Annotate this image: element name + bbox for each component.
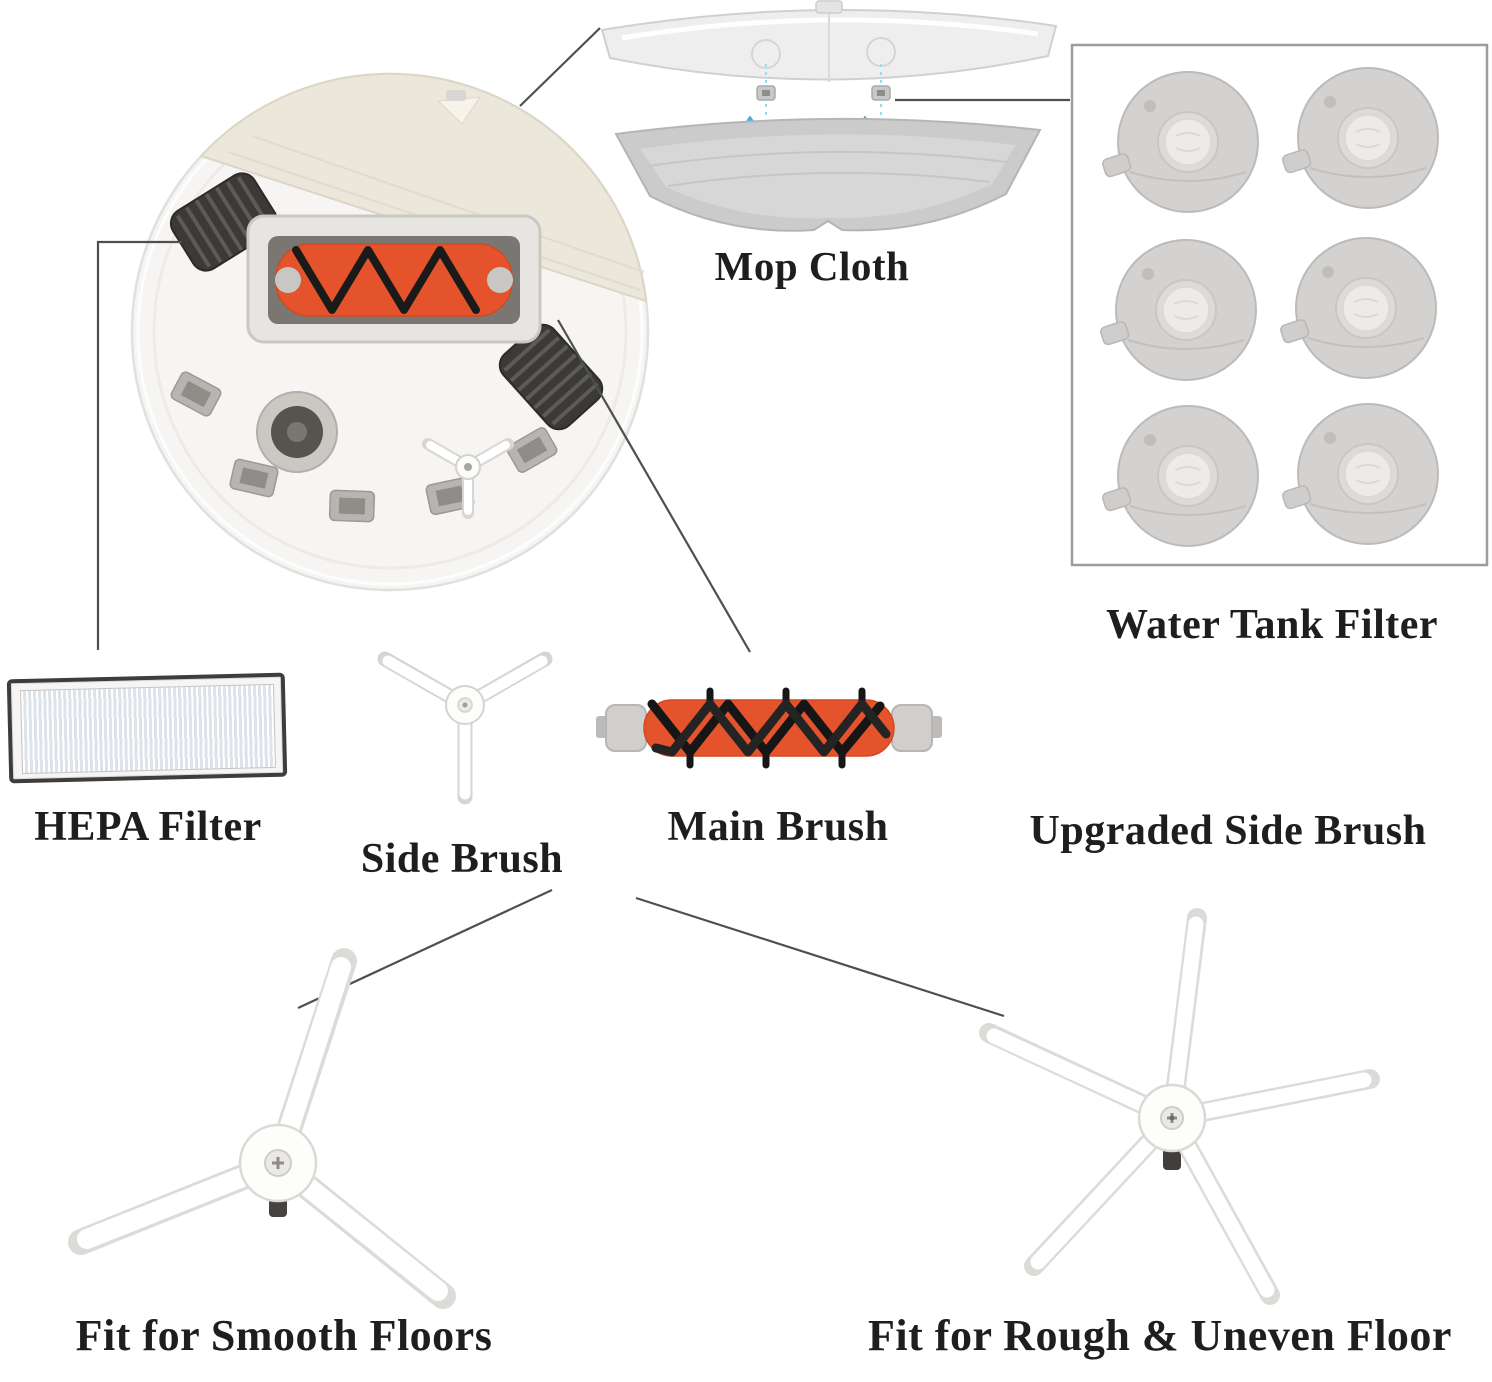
side-brush-label: Side Brush	[360, 836, 564, 882]
main-brush-label: Main Brush	[667, 804, 889, 850]
water-nozzles	[756, 64, 891, 116]
mop-cloth-graphic	[614, 117, 1042, 232]
robot-underside-photo	[130, 72, 650, 592]
fit-rough-floor-label: Fit for Rough & Uneven Floor	[868, 1311, 1452, 1360]
main-brush-graphic	[596, 687, 942, 769]
smooth-floor-brush-graphic	[68, 948, 456, 1309]
rough-floor-brush-graphic	[979, 908, 1380, 1305]
connector-lines	[96, 27, 1070, 1018]
upgraded-side-brush-label: Upgraded Side Brush	[1029, 808, 1427, 854]
hepa-filter-graphic	[6, 672, 288, 784]
robot-left-wheel	[169, 172, 279, 272]
robot-right-wheel	[498, 323, 604, 431]
water-tank-graphic	[600, 0, 1058, 82]
connector-robot-to-water-tank	[519, 27, 601, 107]
hepa-filter-label: HEPA Filter	[34, 804, 262, 850]
connector-robot-to-main-brush	[557, 319, 751, 653]
hepa-filter-pleats	[20, 683, 277, 775]
mop-cloth-label: Mop Cloth	[714, 243, 910, 289]
robot-side-brush	[422, 438, 514, 519]
water-tank-filter-label: Water Tank Filter	[1105, 602, 1439, 648]
connector-side-brush-to-rough-brush	[635, 896, 1005, 1018]
side-brush-graphic	[377, 651, 553, 805]
fit-smooth-floors-label: Fit for Smooth Floors	[75, 1311, 493, 1360]
water-tank-filter-box	[1070, 43, 1489, 567]
robot-cliff-sensors	[170, 371, 558, 523]
connector-robot-to-hepa-filter	[96, 240, 182, 650]
robot-main-brush-compartment	[246, 214, 542, 344]
robot-caster-wheel	[256, 391, 338, 473]
